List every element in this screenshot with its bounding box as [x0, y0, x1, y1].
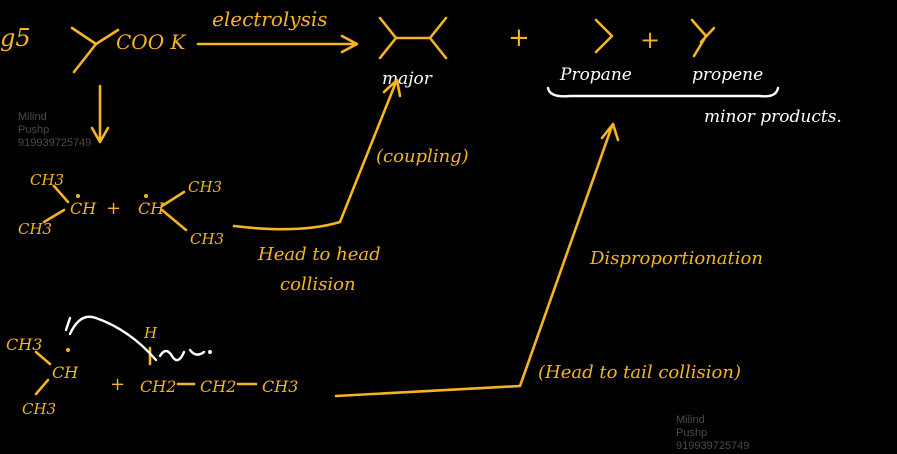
disproportionation-arrow: [334, 122, 620, 398]
head-to-tail-label: (Head to tail collision): [538, 362, 741, 383]
ch3-label: CH3: [18, 220, 52, 238]
dimethylbutane-skeleton: [378, 16, 448, 60]
plus-sign: +: [508, 23, 530, 53]
radical-dot: [76, 194, 80, 198]
reactant-label: COO K: [116, 30, 186, 54]
propene-skeleton: [690, 18, 716, 58]
watermark-top-left: Milind Pushp 919939725749: [18, 111, 91, 149]
head-to-head-label: Head to head: [257, 244, 381, 265]
coupling-arrow: [232, 78, 402, 231]
ch3-label: CH3: [6, 335, 42, 354]
watermark-bottom-right: Milind Pushp 919939725749: [676, 414, 749, 452]
fish-hook-arrow: [158, 348, 206, 362]
radical-dot: [66, 348, 70, 352]
ch3-label: CH3: [188, 178, 222, 196]
ch2-label: CH2: [140, 377, 176, 396]
reagent-label: electrolysis: [212, 7, 328, 31]
head-to-head-label: collision: [280, 274, 356, 295]
minor-products-label: minor products.: [704, 107, 842, 127]
watermark-line: Milind: [676, 414, 705, 426]
plus-sign: +: [106, 198, 121, 219]
watermark-line: Milind: [18, 111, 47, 123]
plus-sign: +: [640, 26, 660, 54]
ch3-label: CH3: [22, 400, 56, 418]
ch2-label: CH2: [200, 377, 236, 396]
bond: [160, 190, 188, 232]
ch-radical-label: CH: [138, 199, 165, 218]
ch-radical-label: CH: [70, 199, 97, 218]
example-label: g5: [0, 24, 31, 52]
plus-sign: +: [110, 374, 125, 395]
fish-hook-arrow: [68, 315, 158, 362]
minor-brace: [546, 86, 780, 98]
radical-dot: [144, 194, 148, 198]
bond: [34, 378, 50, 396]
ch3-label: CH3: [190, 230, 224, 248]
bond: [42, 208, 66, 224]
bond: [34, 350, 52, 366]
reaction-arrow: [196, 34, 359, 54]
propane-skeleton: [594, 18, 614, 54]
watermark-line: Pushp: [676, 427, 707, 439]
fish-hook-head: [64, 316, 72, 332]
bond: [52, 184, 70, 204]
watermark-line: Pushp: [18, 124, 49, 136]
watermark-line: 919939725749: [18, 137, 91, 149]
radical-dot: [208, 350, 212, 354]
watermark-line: 919939725749: [676, 440, 749, 452]
hydrogen-label: H: [143, 324, 158, 342]
propene-label: propene: [692, 65, 763, 85]
isopropyl-skeleton: [70, 26, 120, 74]
ch3-label: CH3: [30, 171, 64, 189]
ch-radical-label: CH: [52, 363, 79, 382]
propane-label: Propane: [559, 65, 632, 85]
coupling-label: (coupling): [376, 146, 469, 167]
disproportionation-label: Disproportionation: [589, 248, 763, 269]
down-arrow: [90, 84, 110, 144]
ch3-label: CH3: [262, 377, 298, 396]
